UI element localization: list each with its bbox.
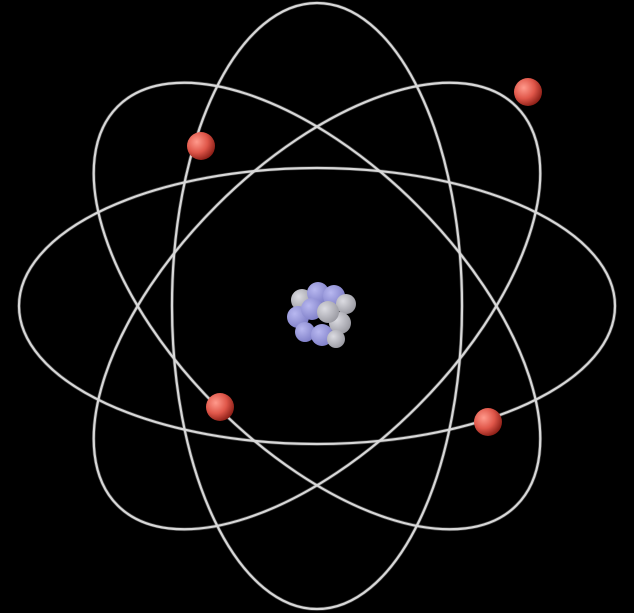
nucleon-neutron bbox=[336, 294, 356, 314]
nucleon-neutron bbox=[317, 301, 339, 323]
nucleon-neutron bbox=[327, 330, 345, 348]
electron bbox=[206, 393, 234, 421]
electron bbox=[187, 132, 215, 160]
electrons bbox=[187, 78, 542, 436]
electron bbox=[514, 78, 542, 106]
electron bbox=[474, 408, 502, 436]
nucleus bbox=[287, 282, 356, 348]
